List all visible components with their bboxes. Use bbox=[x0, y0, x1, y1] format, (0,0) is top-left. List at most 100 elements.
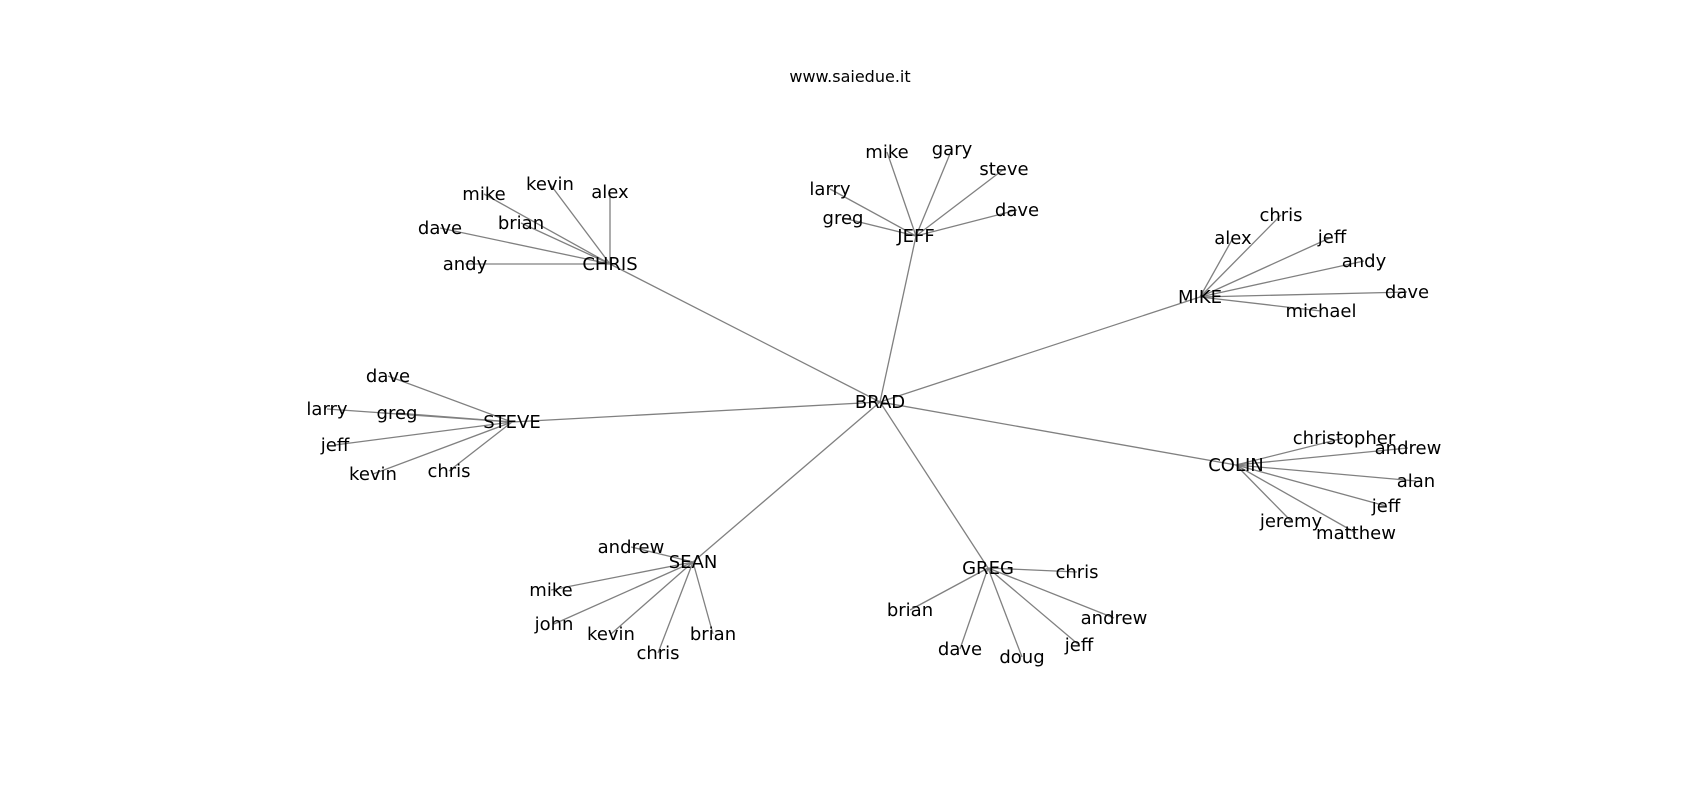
leaf-mike-alex: alex bbox=[1214, 228, 1252, 249]
leaf-sean-kevin: kevin bbox=[587, 624, 635, 645]
edge-jeff-gary bbox=[915, 148, 953, 237]
leaf-chris-kevin: kevin bbox=[526, 174, 574, 195]
leaf-steve-chris: chris bbox=[427, 461, 470, 482]
leaf-sean-john: john bbox=[534, 614, 574, 635]
leaf-mike-chris: chris bbox=[1259, 205, 1302, 226]
edge-greg-chris bbox=[987, 567, 1078, 573]
edge-brad-chris bbox=[609, 263, 881, 403]
edge-colin-andrew bbox=[1235, 447, 1409, 466]
leaf-colin-matthew: matthew bbox=[1316, 523, 1396, 544]
edge-jeff-greg bbox=[842, 217, 917, 237]
leaf-colin-alan: alan bbox=[1397, 471, 1435, 492]
leaf-chris-andy: andy bbox=[443, 254, 488, 275]
edge-mike-jeff bbox=[1199, 236, 1333, 298]
leaf-mike-dave: dave bbox=[1385, 282, 1429, 303]
leaf-jeff-greg: greg bbox=[823, 208, 864, 229]
edge-chris-dave bbox=[439, 227, 611, 265]
node-colin: COLIN bbox=[1208, 455, 1264, 476]
edge-steve-jeff bbox=[334, 421, 513, 446]
edge-colin-jeff bbox=[1235, 464, 1387, 507]
edge-colin-alan bbox=[1235, 464, 1417, 482]
leaf-colin-christopher: christopher bbox=[1293, 428, 1396, 449]
leaf-sean-chris: chris bbox=[636, 643, 679, 664]
edge-brad-steve bbox=[511, 401, 881, 423]
edge-mike-andy bbox=[1199, 260, 1365, 298]
node-jeff: JEFF bbox=[896, 226, 934, 247]
edge-mike-dave bbox=[1199, 291, 1408, 298]
edge-jeff-dave bbox=[915, 209, 1018, 237]
edge-colin-jeremy bbox=[1235, 464, 1292, 522]
edge-brad-sean bbox=[692, 401, 881, 563]
node-mike: MIKE bbox=[1178, 287, 1222, 308]
leaf-steve-greg: greg bbox=[377, 403, 418, 424]
edge-steve-dave bbox=[387, 375, 513, 423]
edge-sean-kevin bbox=[610, 561, 694, 635]
edge-colin-christopher bbox=[1235, 437, 1345, 466]
leaf-steve-jeff: jeff bbox=[320, 435, 350, 456]
leaf-sean-brian: brian bbox=[690, 624, 736, 645]
leaf-steve-kevin: kevin bbox=[349, 464, 397, 485]
edge-brad-colin bbox=[879, 401, 1237, 466]
leaf-chris-mike: mike bbox=[462, 184, 505, 205]
node-greg: GREG bbox=[962, 558, 1014, 579]
edge-sean-andrew bbox=[630, 546, 694, 563]
leaf-chris-alex: alex bbox=[591, 182, 629, 203]
edge-mike-alex bbox=[1199, 237, 1234, 298]
edge-chris-kevin bbox=[549, 183, 611, 265]
edge-colin-matthew bbox=[1235, 464, 1357, 534]
edge-sean-chris bbox=[657, 561, 694, 654]
edge-mike-chris bbox=[1199, 214, 1282, 298]
leaf-jeff-mike: mike bbox=[865, 142, 908, 163]
leaf-greg-chris: chris bbox=[1055, 562, 1098, 583]
edge-sean-mike bbox=[550, 561, 694, 591]
leaf-sean-andrew: andrew bbox=[598, 537, 665, 558]
node-sean: SEAN bbox=[669, 552, 718, 573]
edge-brad-mike bbox=[879, 296, 1201, 403]
graph-edges bbox=[326, 148, 1417, 658]
leaf-colin-jeff: jeff bbox=[1371, 496, 1401, 517]
edge-brad-jeff bbox=[879, 235, 917, 403]
node-brad: BRAD bbox=[855, 392, 905, 413]
leaf-colin-andrew: andrew bbox=[1375, 438, 1442, 459]
leaf-steve-dave: dave bbox=[366, 366, 410, 387]
edge-greg-dave bbox=[959, 567, 989, 650]
leaf-greg-dave: dave bbox=[938, 639, 982, 660]
edge-steve-chris bbox=[448, 421, 513, 472]
leaf-jeff-dave: dave bbox=[995, 200, 1039, 221]
edge-mike-michael bbox=[1199, 296, 1322, 312]
edge-chris-brian bbox=[520, 222, 611, 265]
leaf-colin-jeremy: jeremy bbox=[1259, 511, 1323, 532]
leaf-steve-larry: larry bbox=[306, 399, 348, 420]
leaf-greg-brian: brian bbox=[887, 600, 933, 621]
leaf-chris-dave: dave bbox=[418, 218, 462, 239]
edge-jeff-mike bbox=[886, 151, 917, 237]
leaf-sean-mike: mike bbox=[529, 580, 572, 601]
edge-chris-mike bbox=[483, 193, 611, 265]
edge-greg-andrew bbox=[987, 567, 1115, 619]
edge-sean-john bbox=[553, 561, 694, 625]
leaf-jeff-larry: larry bbox=[809, 179, 851, 200]
leaf-greg-doug: doug bbox=[999, 647, 1044, 668]
edge-steve-kevin bbox=[372, 421, 513, 475]
edge-brad-greg bbox=[879, 401, 989, 569]
leaf-mike-michael: michael bbox=[1286, 301, 1357, 322]
edge-greg-brian bbox=[909, 567, 989, 611]
leaf-mike-andy: andy bbox=[1342, 251, 1387, 272]
leaf-mike-jeff: jeff bbox=[1317, 227, 1347, 248]
leaf-jeff-steve: steve bbox=[979, 159, 1028, 180]
site-watermark: www.saiedue.it bbox=[789, 67, 910, 86]
leaf-chris-brian: brian bbox=[498, 213, 544, 234]
edge-steve-greg bbox=[396, 412, 513, 423]
edge-greg-jeff bbox=[987, 567, 1080, 646]
edge-jeff-steve bbox=[915, 168, 1005, 237]
leaf-greg-jeff: jeff bbox=[1064, 635, 1094, 656]
node-steve: STEVE bbox=[483, 412, 540, 433]
edge-sean-brian bbox=[692, 561, 714, 635]
edge-greg-doug bbox=[987, 567, 1023, 658]
edge-jeff-larry bbox=[829, 188, 917, 237]
node-chris: CHRIS bbox=[582, 254, 637, 275]
leaf-greg-andrew: andrew bbox=[1081, 608, 1148, 629]
leaf-jeff-gary: gary bbox=[932, 139, 973, 160]
